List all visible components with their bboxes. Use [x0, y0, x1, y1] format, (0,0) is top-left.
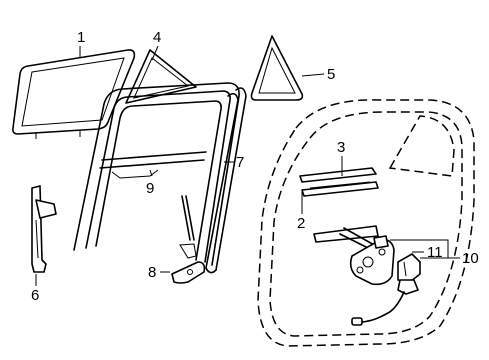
- callout-7: 7: [236, 154, 244, 171]
- door-glass: [12, 49, 136, 139]
- window-regulator: [313, 225, 395, 286]
- leader-lines: [35, 45, 460, 286]
- callout-3: 3: [337, 139, 345, 156]
- sash-bracket: [171, 261, 206, 284]
- run-channel: [205, 87, 247, 274]
- belt-moldings: [299, 167, 379, 197]
- callout-2: 2: [297, 215, 305, 232]
- callout-1: 1: [77, 29, 85, 46]
- callout-5: 5: [327, 66, 335, 83]
- door-outline: [257, 99, 475, 347]
- quarter-window: [250, 35, 304, 101]
- lower-sash: [31, 185, 57, 273]
- callout-6: 6: [31, 287, 39, 304]
- callout-10: 10: [462, 250, 479, 267]
- callout-4: 4: [153, 29, 161, 46]
- window-frame: [73, 82, 240, 266]
- callout-labels: 1 2 3 4 5 6 7 8 9 10 11: [31, 29, 479, 304]
- callout-11: 11: [427, 244, 443, 261]
- regulator-motor: [351, 253, 421, 326]
- callout-8: 8: [148, 264, 156, 281]
- callout-9: 9: [146, 180, 154, 197]
